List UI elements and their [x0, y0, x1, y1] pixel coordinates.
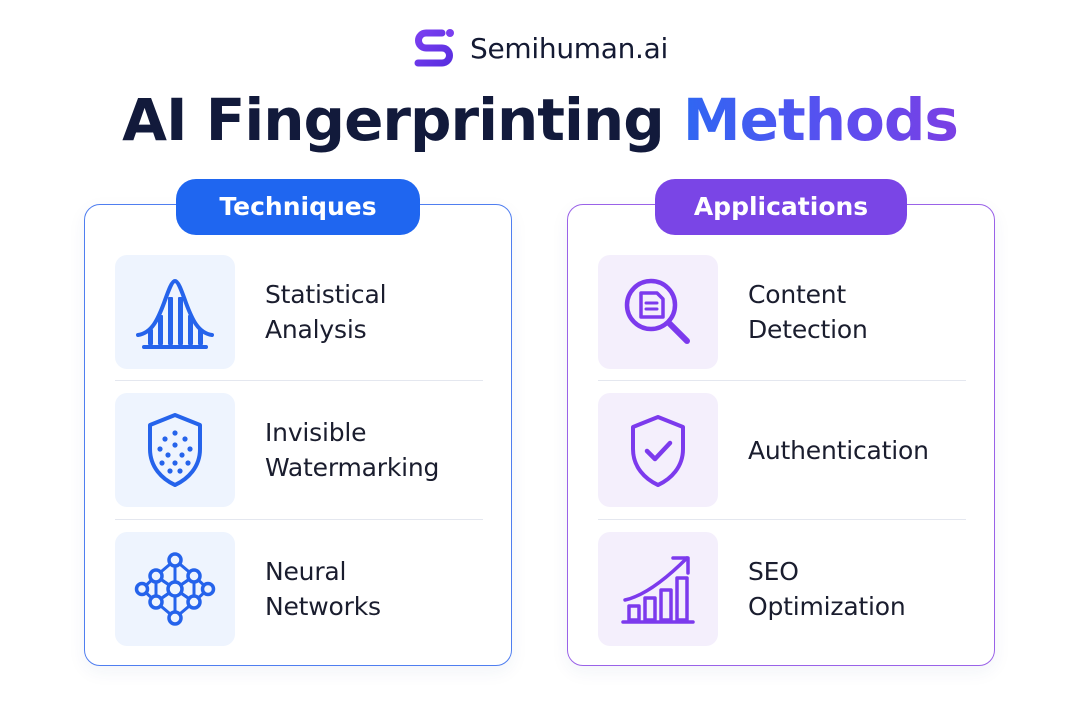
title-main: AI Fingerprinting — [122, 86, 665, 154]
icon-box — [115, 532, 235, 646]
technique-label: Statistical Analysis — [265, 280, 387, 344]
application-label: Authentication — [748, 435, 929, 465]
s-logo-icon — [414, 29, 455, 67]
technique-statistical-analysis: Statistical Analysis — [115, 253, 483, 371]
techniques-panel: Techniques Statistical Analysis — [84, 179, 512, 666]
techniques-label: Techniques — [176, 179, 420, 235]
growth-chart-icon — [621, 556, 695, 624]
application-authentication: Authentication — [598, 391, 966, 509]
document-magnifier-icon — [624, 278, 690, 344]
application-label: Content Detection — [748, 280, 868, 344]
dotted-shield-icon — [148, 413, 202, 487]
brand-name: Semihuman.ai — [470, 31, 668, 65]
application-seo-optimization: SEO Optimization — [598, 530, 966, 648]
title-highlight: Methods — [682, 86, 959, 154]
technique-invisible-watermarking: Invisible Watermarking — [115, 391, 483, 509]
divider — [598, 519, 966, 520]
applications-panel: Applications Content Detection — [567, 179, 995, 666]
icon-box — [598, 532, 718, 646]
technique-label: Invisible Watermarking — [265, 418, 440, 482]
icon-box — [598, 255, 718, 369]
application-label: SEO Optimization — [748, 557, 906, 621]
neural-network-icon — [134, 552, 216, 626]
technique-neural-networks: Neural Networks — [115, 530, 483, 648]
icon-box — [115, 393, 235, 507]
icon-box — [598, 393, 718, 507]
page-title: AI Fingerprinting Methods — [0, 84, 1080, 156]
application-content-detection: Content Detection — [598, 253, 966, 371]
brand-header: Semihuman.ai — [0, 26, 1080, 70]
icon-box — [115, 255, 235, 369]
divider — [115, 519, 483, 520]
check-shield-icon — [631, 415, 685, 487]
bell-curve-histogram-icon — [136, 279, 214, 349]
technique-label: Neural Networks — [265, 557, 381, 621]
applications-label: Applications — [655, 179, 907, 235]
divider — [115, 380, 483, 381]
divider — [598, 380, 966, 381]
